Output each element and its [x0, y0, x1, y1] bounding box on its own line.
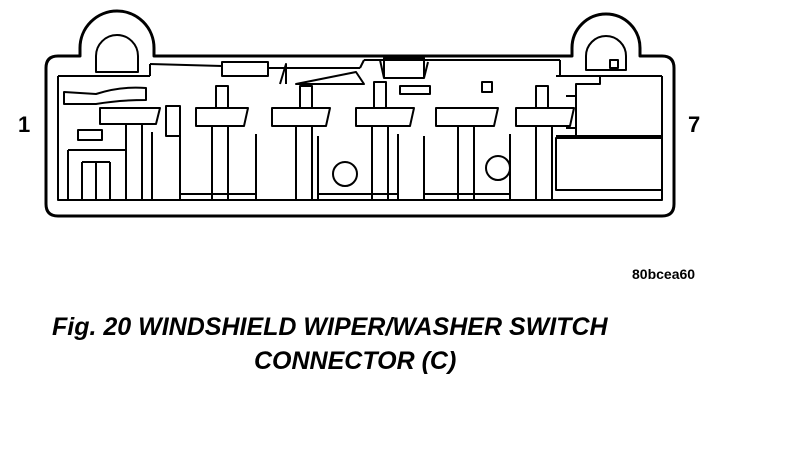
small-slot-top [399, 85, 431, 95]
top-ramp [295, 71, 365, 85]
terminal-4 [355, 81, 415, 201]
caption-line-2: CONNECTOR (C) [254, 347, 457, 375]
terminal-5 [435, 107, 499, 201]
right-latch-hole [585, 35, 627, 71]
connector-outline [44, 9, 676, 218]
left-latch-hole [95, 34, 139, 73]
top-key-center [383, 57, 425, 79]
terminal-2 [195, 85, 249, 201]
left-small-tab [77, 129, 103, 141]
terminal-3 [271, 85, 331, 201]
reference-code: 80bcea60 [632, 266, 696, 282]
pin-label-1: 1 [18, 112, 31, 137]
top-key-left [221, 61, 269, 77]
caption-line-1: Fig. 20 WINDSHIELD WIPER/WASHER SWITCH [52, 313, 608, 341]
pin-label-7: 7 [688, 112, 701, 137]
left-box [165, 105, 181, 137]
terminal-6 [515, 85, 575, 201]
left-curved-rib [63, 86, 147, 105]
round-port-right [485, 155, 511, 181]
small-square-top [481, 81, 493, 93]
terminal-7 [555, 59, 663, 191]
top-key-wedge [279, 63, 287, 85]
left-bracket [67, 149, 127, 200]
figure-caption: Fig. 20 WINDSHIELD WIPER/WASHER SWITCH C… [52, 310, 712, 378]
terminal-1 [99, 107, 161, 201]
cavity-walls [151, 132, 511, 200]
round-port-left [332, 161, 358, 187]
